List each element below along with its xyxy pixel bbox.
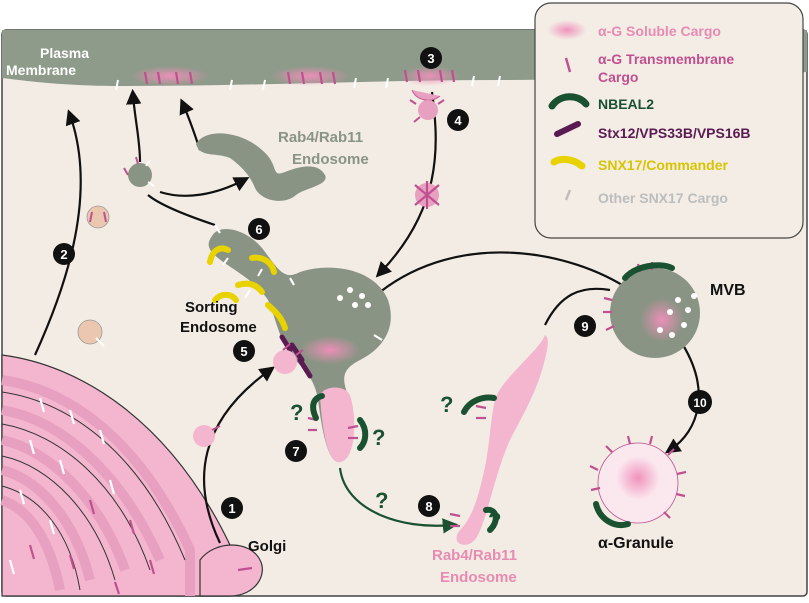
legend-transmembrane-cargo: Cargo	[598, 69, 638, 85]
legend-other-cargo: Other SNX17 Cargo	[598, 190, 728, 206]
svg-text:10: 10	[693, 396, 707, 410]
rab-endosome-top-label: Rab4/Rab11	[278, 129, 363, 146]
rab-endosome-bottom	[449, 335, 548, 545]
legend: α-G Soluble Cargo α-G Transmembrane Carg…	[534, 2, 804, 239]
golgi-label: Golgi	[248, 538, 286, 555]
step-4-marker: 4	[447, 109, 469, 131]
arrow-sorting-to-rab-endosome	[338, 467, 459, 534]
snx17-cargo	[222, 257, 263, 299]
question-mark: ?	[440, 392, 453, 417]
step-1-marker: 1	[221, 497, 243, 519]
arrow-to-rab-endosome	[159, 177, 250, 197]
stx12-icon	[554, 121, 581, 137]
nbeal2-icon	[548, 93, 590, 110]
rab-endosome-top-label: Endosome	[292, 151, 369, 168]
mvb	[603, 262, 700, 358]
membrane-transmembrane-cargo	[143, 69, 456, 85]
soluble-cargo-icon	[547, 20, 587, 40]
sorting-endosome-label: Sorting	[185, 299, 238, 316]
legend-transmembrane-cargo: α-G Transmembrane	[598, 51, 734, 67]
legend-stx12: Stx12/VPS33B/VPS16B	[598, 125, 751, 141]
svg-text:2: 2	[60, 247, 67, 262]
snx17-icon	[550, 155, 586, 170]
question-mark: ?	[375, 488, 388, 513]
step-5-marker: 5	[233, 340, 255, 362]
question-mark: ?	[372, 425, 385, 450]
alpha-granule-label: α-Granule	[598, 535, 674, 552]
svg-text:8: 8	[425, 499, 432, 514]
legend-snx17: SNX17/Commander	[598, 157, 728, 173]
sorting-endosome-label: Endosome	[180, 319, 257, 336]
endocytic-pit	[409, 89, 445, 123]
step-6-marker: 6	[248, 218, 270, 240]
step-9-marker: 9	[574, 315, 596, 337]
nbeal2-sorting	[310, 393, 369, 451]
transmembrane-cargo-icon	[564, 57, 572, 73]
rab-endosome-bottom-label: Endosome	[440, 569, 517, 586]
svg-text:6: 6	[255, 222, 262, 237]
question-mark: ?	[290, 400, 303, 425]
plasma-membrane-label: Membrane	[6, 62, 76, 78]
step-10-marker: 10	[688, 390, 712, 414]
legend-nbeal2: NBEAL2	[598, 96, 654, 112]
vesicle	[86, 205, 110, 229]
stx12-vps33b-vps16b	[279, 334, 313, 379]
golgi-vesicle	[193, 425, 221, 447]
step-2-marker: 2	[53, 243, 75, 265]
other-cargo-icon	[564, 189, 572, 201]
golgi-stacks	[0, 354, 263, 597]
arrow-recycle-up	[126, 88, 142, 163]
membrane-soluble-cargo	[400, 66, 460, 86]
step-3-marker: 3	[420, 47, 442, 69]
membrane-other-cargo	[115, 75, 501, 91]
fusing-vesicle	[273, 343, 304, 374]
endocytic-vesicle	[414, 181, 440, 209]
arrow-golgi-to-membrane	[33, 109, 82, 356]
snx17-commander	[207, 245, 288, 331]
step-8-marker: 8	[418, 495, 440, 517]
nbeal2-rab-endosome	[461, 394, 499, 533]
rab-endosome-bottom-label: Rab4/Rab11	[432, 547, 517, 564]
arrow-rab-to-mvb	[544, 287, 611, 326]
arrow-golgi-to-sorting	[202, 366, 276, 544]
arrow-sorting-to-mvb	[379, 251, 636, 294]
mvb-label: MVB	[710, 282, 746, 299]
svg-text:3: 3	[427, 51, 434, 66]
alpha-granule	[589, 435, 687, 528]
step-markers: 1 2 3 4 5 6 7 8 9 10	[53, 47, 712, 519]
svg-text:1: 1	[228, 501, 235, 516]
vesicle	[77, 319, 105, 347]
rab-endosome-top	[196, 133, 326, 201]
arrow-sorting-to-vesicle	[147, 194, 216, 227]
membrane-soluble-cargo	[130, 66, 210, 86]
step-7-marker: 7	[285, 440, 307, 462]
plasma-membrane-label: Plasma	[40, 45, 89, 61]
question-mark: ?	[488, 508, 501, 533]
membrane-soluble-cargo	[270, 66, 350, 86]
recycling-vesicle	[123, 156, 155, 187]
svg-text:7: 7	[292, 444, 299, 459]
sorting-endosome	[208, 224, 391, 463]
svg-text:5: 5	[240, 344, 247, 359]
svg-text:9: 9	[581, 319, 588, 334]
svg-text:4: 4	[454, 113, 462, 128]
legend-soluble-cargo: α-G Soluble Cargo	[598, 23, 721, 39]
